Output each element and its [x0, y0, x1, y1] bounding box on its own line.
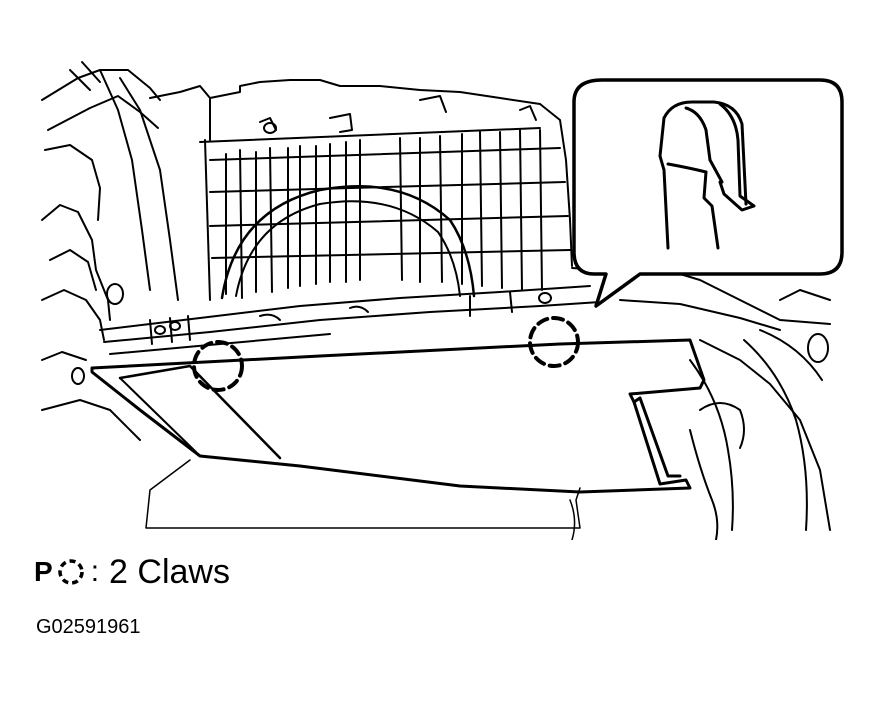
right-structure [571, 261, 831, 540]
claw-marker-right [528, 316, 580, 368]
legend-text: 2 Claws [109, 552, 230, 591]
removal-diagram [41, 61, 844, 540]
lower-duct [145, 459, 581, 540]
legend-prefix: P [34, 556, 53, 587]
claw-marker-left [192, 340, 244, 392]
blower-housing [149, 79, 573, 301]
legend-separator: : [90, 555, 100, 588]
mounting-rail [99, 285, 601, 355]
legend: P : 2 Claws [34, 548, 230, 596]
dashed-circle-icon [57, 559, 84, 585]
claw-detail-callout [572, 78, 844, 308]
claw-detail-icon [658, 100, 756, 250]
cover-panel [90, 338, 706, 494]
figure-code: G02591961 [36, 616, 141, 638]
left-structure [41, 61, 179, 441]
